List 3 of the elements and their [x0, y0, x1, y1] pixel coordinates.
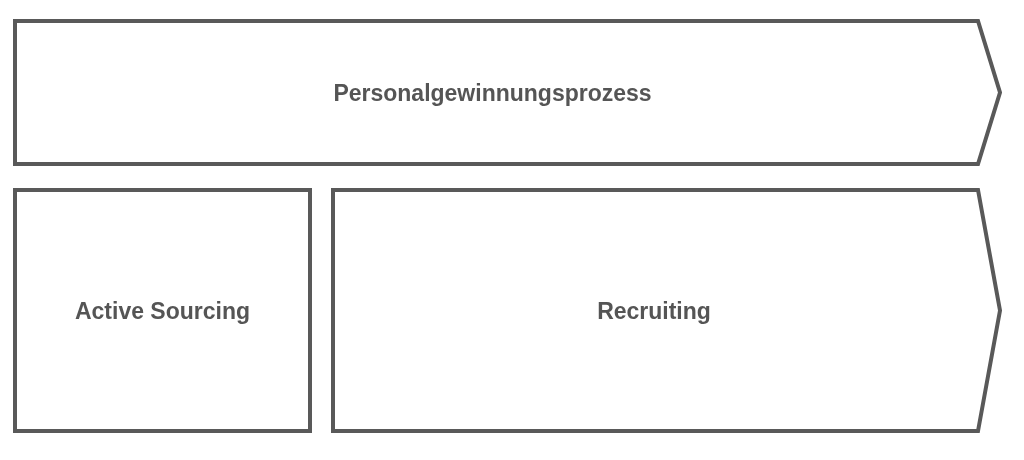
- stage-title: Recruiting: [596, 297, 712, 324]
- stage-title: Personalgewinnungsprozess: [332, 79, 653, 106]
- stage-title: Active Sourcing: [73, 297, 252, 324]
